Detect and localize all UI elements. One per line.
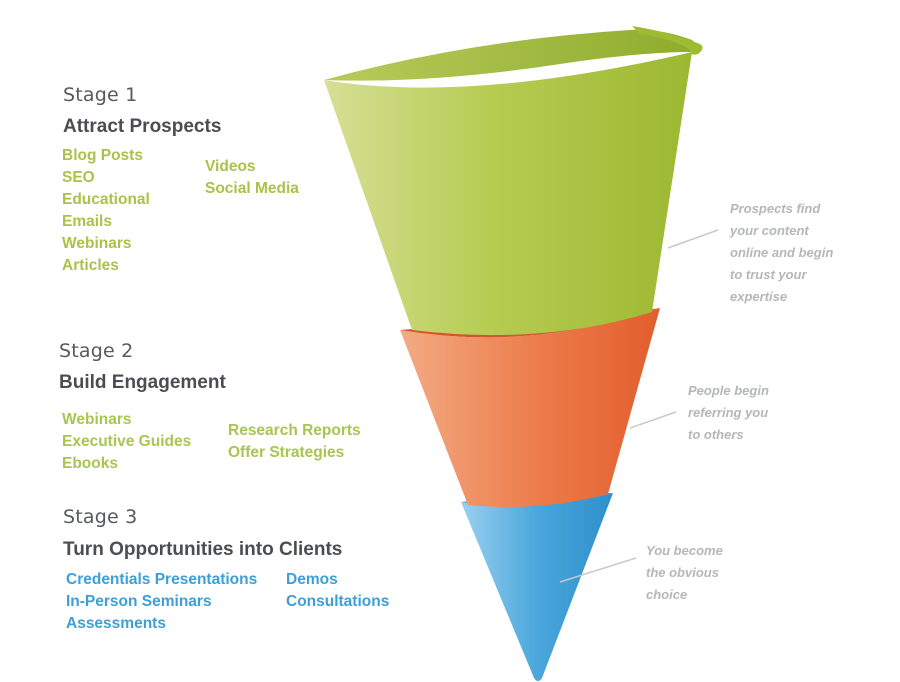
stage-3-title: Turn Opportunities into Clients: [63, 539, 343, 560]
stage-3-tactic: In-Person Seminars: [66, 593, 212, 610]
funnel-stage-1-swirl: [632, 26, 703, 55]
note-2-connector: [629, 411, 677, 429]
stage-1-title: Attract Prospects: [63, 116, 222, 137]
stage-1-tactic: Emails: [62, 213, 112, 230]
stage-1-label: Stage 1: [63, 84, 138, 106]
funnel-stage-1-cone: [324, 52, 692, 336]
note-3-connector: [559, 557, 637, 583]
stage-2-tactic: Webinars: [62, 411, 132, 428]
stage-3-tactic: Consultations: [286, 593, 390, 610]
stage-1-tactic: Videos: [205, 158, 256, 175]
stage-2-tactic: Ebooks: [62, 455, 118, 472]
stage-2-label: Stage 2: [59, 340, 134, 362]
stage-1-note: Prospects find your content online and b…: [730, 201, 834, 304]
stage-3-tactics-col-2: Demos Consultations: [286, 569, 389, 613]
stage-3-tactic: Credentials Presentations: [66, 571, 258, 588]
stage-3-tactic: Demos: [286, 571, 338, 588]
stage-2-tactic: Offer Strategies: [228, 444, 345, 461]
stage-1-tactic: Social Media: [205, 180, 299, 197]
stage-2-tactics-col-1: Webinars Executive Guides Ebooks: [62, 409, 191, 475]
stage-2-tactics-col-2: Research Reports Offer Strategies: [228, 420, 361, 464]
stage-1-tactics-col-1: Blog Posts SEO Educational Emails Webina…: [62, 145, 150, 277]
stage-2-note: People begin referring you to others: [688, 383, 769, 442]
stage-2-title: Build Engagement: [59, 372, 226, 393]
stage-2-tactic: Executive Guides: [62, 433, 192, 450]
stage-3-note: You become the obvious choice: [646, 543, 723, 602]
stage-2-tactic: Research Reports: [228, 422, 361, 439]
stage-1-tactic: SEO: [62, 169, 95, 186]
stage-1-tactic: Webinars: [62, 235, 132, 252]
funnel-stage-3-cone: [461, 493, 613, 681]
funnel-stage-2-cone: [400, 308, 660, 507]
stage-1-tactic: Articles: [62, 257, 119, 274]
funnel-stage-1-inner: [324, 29, 696, 81]
stage-1-tactics-col-2: Videos Social Media: [205, 156, 299, 200]
stage-1-tactic: Educational: [62, 191, 150, 208]
stage-3-label: Stage 3: [63, 506, 138, 528]
stage-3-tactics-col-1: Credentials Presentations In-Person Semi…: [66, 569, 257, 635]
stage-3-tactic: Assessments: [66, 615, 166, 632]
stage-1-tactic: Blog Posts: [62, 147, 143, 164]
note-1-connector: [667, 229, 719, 249]
